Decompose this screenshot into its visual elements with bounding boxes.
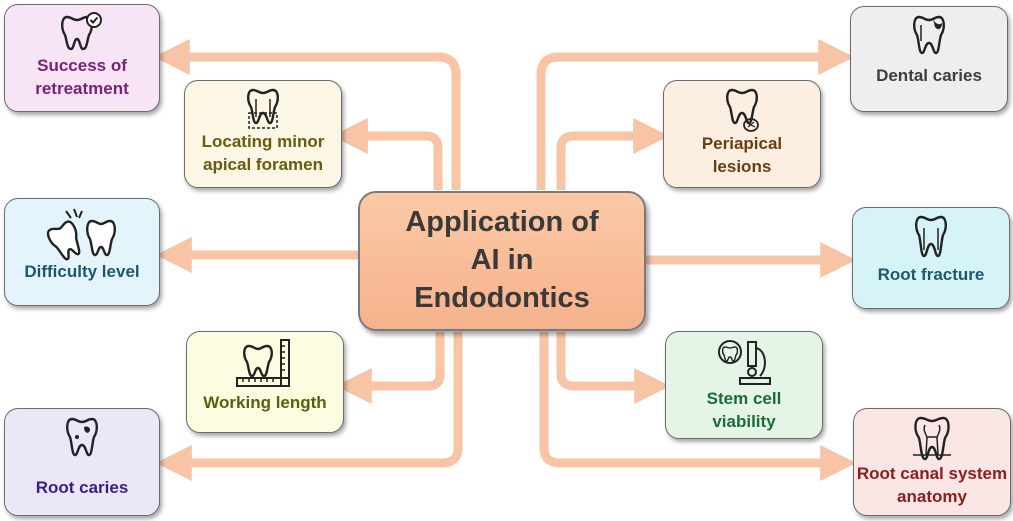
node-working-length: Working length (186, 331, 344, 433)
microscope-icon (718, 340, 771, 385)
central-topic: Application of AI in Endodontics (358, 191, 646, 331)
central-topic-title: Application of AI in Endodontics (405, 206, 599, 314)
node-label: Root fracture (877, 265, 985, 284)
node-label: Success of retreatment (35, 56, 129, 98)
node-label: Root canal system anatomy (856, 464, 1008, 506)
decayed-tooth-icon (66, 417, 98, 457)
node-root-canal-system-anatomy: Root canal system anatomy (853, 408, 1011, 516)
node-label: Locating minor apical foramen (201, 132, 325, 174)
tooth-foramen-icon (247, 88, 279, 129)
arrow-root-canal-system-anatomy (539, 332, 857, 481)
node-stem-cell-viability: Stem cell viability (665, 331, 823, 439)
node-locating-minor-apical-foramen: Locating minor apical foramen (184, 80, 342, 188)
cavity-tooth-icon (913, 15, 945, 55)
impacted-teeth-icon (46, 208, 116, 261)
node-periapical-lesions: Periapical lesions (663, 80, 821, 188)
node-root-fracture: Root fracture (852, 207, 1010, 309)
node-root-caries: Root caries (4, 408, 160, 516)
arrow-root-caries (155, 332, 463, 481)
arrow-success-of-retreatment (153, 39, 461, 190)
fractured-tooth-icon (915, 215, 947, 258)
node-difficulty-level: Difficulty level (4, 198, 160, 306)
tooth-check-icon (61, 12, 102, 51)
tooth-ruler-icon (236, 339, 290, 387)
arrow-stem-cell-viability (556, 332, 671, 404)
node-dental-caries: Dental caries (850, 6, 1008, 112)
node-label: Periapical lesions (701, 134, 783, 176)
node-label: Root caries (35, 478, 129, 497)
node-label: Stem cell viability (706, 389, 782, 431)
node-success-of-retreatment: Success of retreatment (4, 4, 160, 112)
node-label: Working length (203, 393, 327, 412)
tooth-canal-icon (913, 416, 951, 461)
arrow-dental-caries (536, 39, 855, 190)
arrow-locating-minor-apical-foramen (331, 118, 443, 190)
arrow-periapical-lesions (556, 118, 670, 190)
arrow-working-length (335, 332, 445, 404)
lesion-tooth-icon (726, 88, 759, 132)
node-label: Dental caries (876, 66, 982, 85)
node-label: Difficulty level (24, 262, 140, 281)
